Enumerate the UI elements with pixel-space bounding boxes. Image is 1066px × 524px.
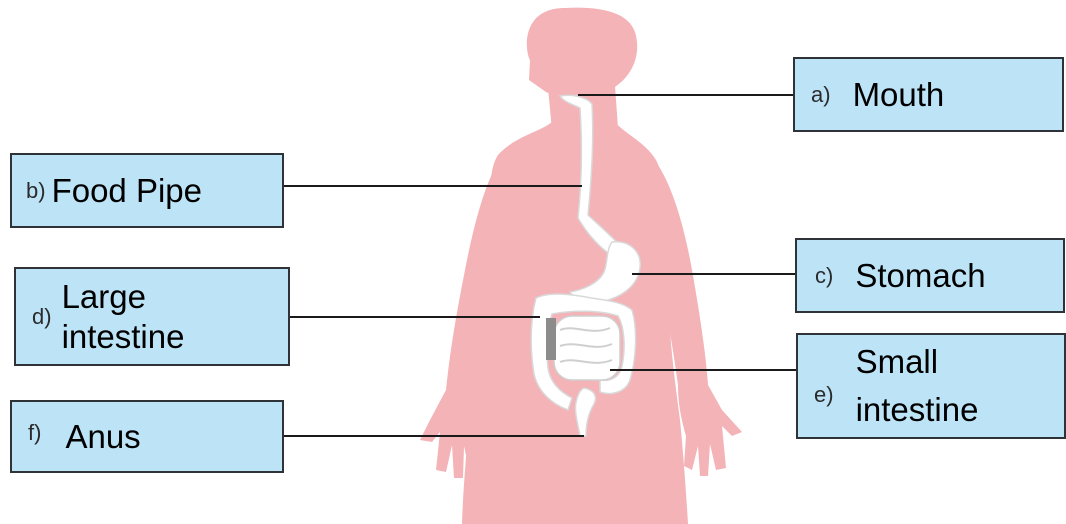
label-letter: d) [32, 304, 52, 330]
label-small-intestine: e) Small intestine [796, 333, 1066, 439]
label-name-line2: intestine [856, 390, 979, 430]
label-name-group: Large intestine [62, 277, 185, 357]
label-name-line1: Large [62, 277, 185, 317]
label-letter: b) [26, 178, 46, 204]
label-letter: e) [814, 382, 834, 408]
label-name-line1: Small [856, 342, 979, 382]
label-name: Mouth [853, 75, 945, 115]
label-name: Anus [65, 417, 140, 457]
label-letter: a) [811, 82, 831, 108]
small-intestine-shape [546, 316, 620, 380]
label-mouth: a) Mouth [793, 57, 1064, 132]
label-name: Stomach [855, 256, 985, 296]
label-name: Food Pipe [52, 171, 202, 211]
label-letter: c) [815, 263, 833, 289]
label-name-group: Small intestine [856, 342, 979, 430]
label-food-pipe: b) Food Pipe [10, 153, 284, 228]
label-large-intestine: d) Large intestine [14, 267, 290, 366]
label-anus: f) Anus [10, 400, 284, 473]
label-stomach: c) Stomach [795, 238, 1065, 313]
label-letter: f) [28, 420, 41, 446]
label-name-line2: intestine [62, 317, 185, 357]
body-silhouette [420, 8, 742, 524]
